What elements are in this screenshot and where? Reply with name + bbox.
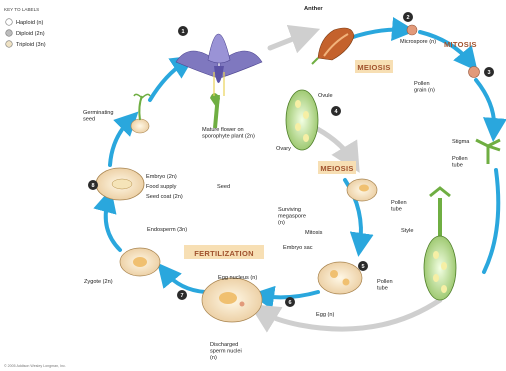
copyright-notice: © 2005 Addison Wesley Longman, Inc. (4, 364, 66, 368)
ovary-ovule-a (295, 100, 301, 108)
label-anther: Anther (304, 6, 323, 12)
phase-box-fertilization: FERTILIZATION (184, 245, 264, 259)
phase-label-mitosis: MITOSIS (444, 40, 477, 49)
zygote-nucleus (133, 257, 147, 267)
embryo-sac-illustration (318, 262, 362, 294)
key-swatch-haploid (6, 19, 13, 26)
arrow-zygote-to-seed (106, 200, 120, 250)
label-zygote: Zygote (2n) (84, 279, 113, 285)
key-label-haploid: Haploid (n) (16, 20, 43, 26)
germinating-shoot (139, 96, 142, 120)
phase-box-meiosis-mid: MEIOSIS (318, 161, 356, 174)
key-swatch-triploid (6, 41, 13, 48)
key-label-triploid: Triploid (3n) (16, 42, 46, 48)
pistil-stigma (430, 188, 450, 196)
step-8-number: 8 (91, 183, 94, 189)
megaspore-nucleus (359, 185, 369, 192)
step-1-number: 1 (181, 29, 184, 35)
petal-top (208, 34, 230, 63)
arrow-embryosac-to-fertilization (262, 292, 318, 297)
germinating-seed-body (131, 119, 149, 133)
pistil-illustration (424, 188, 456, 300)
pistil-ovary (424, 236, 456, 300)
arrow-pollen-to-stigma (476, 80, 494, 130)
ovary-illustration (286, 90, 318, 150)
filament (312, 58, 318, 64)
step-2-number: 2 (406, 15, 409, 21)
zygote-illustration (120, 248, 160, 276)
fertilization-sperm (240, 302, 245, 307)
pistil-ovule-c (433, 274, 439, 282)
embryo-sac-nucleus-b (343, 279, 350, 286)
step-6-number: 6 (288, 300, 291, 306)
label-ovule: Ovule (318, 93, 333, 99)
label-embryo: Embryo (2n) (146, 174, 177, 180)
germinating-seed-illustration (131, 94, 150, 133)
embryo-sac-body (318, 262, 362, 294)
pistil-ovule-d (441, 285, 447, 293)
seed-illustration (96, 168, 144, 200)
fertilization-illustration (202, 278, 262, 322)
label-seed: Seed (217, 184, 230, 190)
arrow-germinating-to-flower (150, 62, 185, 100)
label-mitosis-small: Mitosis (305, 230, 323, 236)
seed-embryo (112, 179, 132, 189)
key-title: KEY TO LABELS (4, 7, 39, 12)
label-style: Style (401, 228, 413, 234)
step-5-number: 5 (361, 264, 364, 270)
arrow-right-side (484, 170, 498, 272)
label-endosperm: Endosperm (3n) (147, 227, 187, 233)
arrow-to-zygote (165, 272, 205, 292)
microspore-cell (407, 25, 417, 35)
phase-box-meiosis-top: MEIOSIS (355, 60, 393, 73)
label-food-supply: Food supply (146, 184, 177, 190)
fertilization-egg (219, 292, 237, 304)
ovary-ovule-d (303, 134, 309, 142)
ovary-body (286, 90, 318, 150)
arrow-seed-to-germinating (110, 120, 130, 165)
label-stigma: Stigma (452, 139, 470, 145)
step-3-number: 3 (487, 70, 490, 76)
label-seed-coat: Seed coat (2n) (146, 194, 183, 200)
label-egg-nucleus: Egg nucleus (n) (218, 275, 257, 281)
label-egg: Egg (n) (316, 312, 334, 318)
key-legend: KEY TO LABELS Haploid (n) Diploid (2n) T… (4, 7, 46, 48)
key-swatch-diploid (6, 30, 13, 37)
label-microspore: Microspore (n) (400, 39, 436, 45)
phase-label-meiosis-mid: MEIOSIS (320, 164, 353, 173)
megaspore-illustration (347, 179, 377, 201)
stigma-illustration (476, 140, 500, 164)
arrow-anther-to-microspore (350, 30, 404, 38)
ovary-ovule-c (295, 123, 301, 131)
embryo-sac-nucleus-a (330, 270, 338, 278)
phase-box-mitosis: MITOSIS (444, 40, 477, 49)
pistil-ovule-b (441, 262, 447, 270)
anther-illustration (312, 28, 354, 64)
label-ovary: Ovary (276, 146, 291, 152)
gray-arrow-flower-to-anther (270, 34, 306, 48)
step-7-number: 7 (180, 293, 183, 299)
pollen-grain-cell (469, 67, 480, 78)
pistil-ovule-a (433, 251, 439, 259)
phase-label-fertilization: FERTILIZATION (194, 249, 254, 258)
key-label-diploid: Diploid (2n) (16, 31, 45, 37)
phase-label-meiosis-top: MEIOSIS (357, 63, 390, 72)
iris-flower-illustration (176, 34, 262, 128)
label-embryo-sac: Embryo sac (283, 245, 313, 251)
ovary-ovule-b (303, 111, 309, 119)
